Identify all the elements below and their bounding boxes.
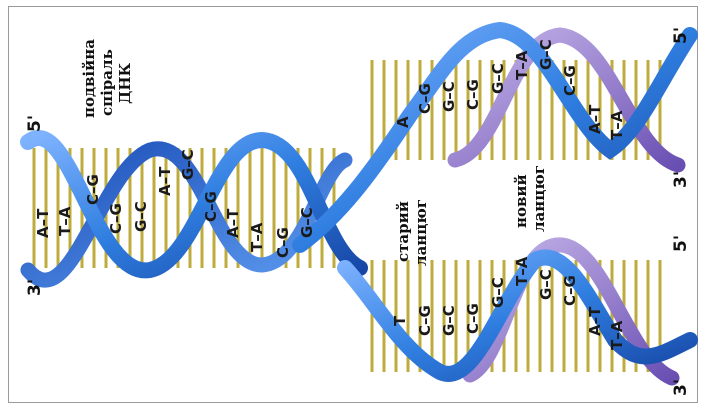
upper-branch-pair-2: G–C: [440, 81, 458, 112]
parent-pair-9: T–A: [248, 222, 266, 252]
base-pair-rungs: [32, 60, 662, 372]
lower-branch-pair-8: A–T: [586, 306, 604, 336]
lower-branch-pair-5: T–A: [513, 256, 531, 286]
upper-branch-pair-5: T–A: [513, 50, 531, 80]
label-upper-3prime: 3': [671, 171, 691, 188]
title-double-helix: подвійна спіраль ДНК: [80, 39, 134, 118]
parent-strand-back: [20, 141, 353, 288]
lower-branch-pair-6: G–C: [537, 269, 555, 300]
label-lower-3prime: 3': [671, 379, 691, 396]
svg-text:старий: старий: [394, 201, 412, 262]
parent-pair-11: G–C: [298, 207, 316, 238]
lower-branch-pair-7: C–G: [561, 275, 579, 306]
upper-branch-pair-3: C–G: [464, 79, 482, 110]
image-frame: [8, 6, 698, 403]
lower-branch-pair-2: G–C: [440, 305, 458, 336]
label-lower-5prime: 5': [671, 235, 691, 252]
lower-branch-pair-1: C–G: [416, 305, 434, 336]
parent-pair-6: G–C: [179, 149, 197, 180]
lower-old-strand: [337, 249, 698, 382]
lower-branch-pair-3: C–G: [464, 303, 482, 334]
parent-pair-10: C–G: [274, 227, 292, 258]
caption-new-strand: новий ланцюг: [512, 165, 548, 232]
label-left-5prime: 5': [25, 115, 45, 132]
parent-pair-2: C–G: [84, 174, 102, 205]
lower-branch-pair-4: G–C: [489, 277, 507, 308]
parent-pair-7: C–G: [202, 191, 220, 222]
svg-text:подвійна: подвійна: [80, 39, 98, 118]
upper-branch-pair-7: C–G: [561, 65, 579, 96]
lower-branch-pair-9: T–A: [608, 320, 626, 350]
upper-branch-pair-4: G–C: [489, 63, 507, 94]
parent-pair-8: A–T: [224, 208, 242, 238]
parent-pair-5: A–T: [156, 166, 174, 196]
upper-branch-pair-8: A–T: [586, 104, 604, 134]
label-upper-5prime: 5': [671, 27, 691, 44]
parent-pair-0: A–T: [34, 208, 52, 238]
lower-new-strand: [462, 237, 680, 386]
svg-text:ДНК: ДНК: [116, 62, 134, 104]
parent-pair-1: T–A: [56, 206, 74, 236]
svg-text:ланцюг: ланцюг: [412, 199, 430, 266]
upper-branch-pair-6: G–C: [537, 39, 555, 70]
label-left-3prime: 3': [25, 279, 45, 296]
upper-old-strand: [292, 21, 698, 253]
parent-pair-3: C–G: [107, 203, 125, 234]
upper-branch-pair-1: C–G: [416, 83, 434, 114]
upper-branch-pair-0: A: [394, 116, 412, 128]
upper-branch-pair-9: T–A: [608, 110, 626, 140]
parent-pair-4: G–C: [132, 201, 150, 232]
svg-text:ланцюг: ланцюг: [530, 165, 548, 232]
svg-text:новий: новий: [512, 174, 530, 228]
caption-old-strand: старий ланцюг: [394, 199, 430, 266]
parent-strand-front: [20, 130, 368, 279]
lower-branch-pair-0: T: [391, 315, 409, 326]
svg-text:спіраль: спіраль: [98, 49, 116, 116]
